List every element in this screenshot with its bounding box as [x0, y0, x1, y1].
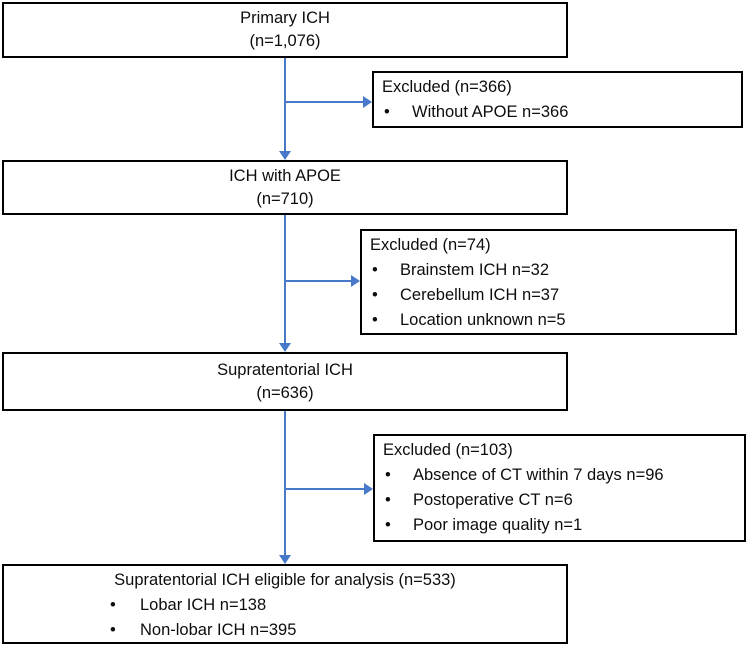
excluded3-bullet-postop-ct: Postoperative CT n=6 [383, 488, 736, 513]
flow-line-1 [284, 58, 286, 151]
excluded1-bullet-without-apoe: Without APOE n=366 [382, 100, 733, 125]
box-primary-ich: Primary ICH (n=1,076) [2, 2, 568, 58]
arrow-down-icon-1 [279, 151, 291, 160]
arrow-down-icon-3 [279, 555, 291, 564]
box-eligible-title: Supratentorial ICH eligible for analysis… [114, 571, 456, 589]
arrow-down-icon-2 [279, 343, 291, 352]
flow-line-2 [284, 215, 286, 343]
eligible-bullet-lobar: Lobar ICH n=138 [110, 593, 566, 618]
box-supratentorial-ich-count: (n=636) [256, 383, 314, 402]
box-excluded-imaging: Excluded (n=103) Absence of CT within 7 … [373, 434, 746, 542]
eligible-bullet-non-lobar: Non-lobar ICH n=395 [110, 618, 566, 643]
excluded2-bullet-brainstem: Brainstem ICH n=32 [370, 258, 727, 283]
arrow-right-icon-3 [364, 483, 373, 495]
flow-line-3 [284, 411, 286, 555]
branch-line-1 [285, 101, 363, 103]
excluded3-bullet-poor-quality: Poor image quality n=1 [383, 513, 736, 538]
excluded2-bullet-unknown: Location unknown n=5 [370, 308, 727, 333]
box-primary-ich-count: (n=1,076) [249, 32, 321, 50]
box-ich-with-apoe: ICH with APOE (n=710) [2, 160, 568, 215]
excluded1-header: Excluded (n=366) [382, 78, 512, 96]
branch-line-2 [285, 280, 351, 282]
box-supratentorial-ich-line1: Supratentorial ICH [217, 360, 353, 379]
box-ich-with-apoe-line1: ICH with APOE [229, 166, 341, 185]
excluded3-bullet-no-ct: Absence of CT within 7 days n=96 [383, 463, 736, 488]
arrow-right-icon-2 [351, 275, 360, 287]
arrow-right-icon-1 [363, 96, 372, 108]
box-excluded-no-apoe: Excluded (n=366) Without APOE n=366 [372, 71, 743, 128]
excluded2-bullet-cerebellum: Cerebellum ICH n=37 [370, 283, 727, 308]
box-supratentorial-ich: Supratentorial ICH (n=636) [2, 352, 568, 411]
box-ich-with-apoe-count: (n=710) [256, 189, 314, 208]
box-excluded-location: Excluded (n=74) Brainstem ICH n=32 Cereb… [360, 229, 737, 335]
box-eligible-for-analysis: Supratentorial ICH eligible for analysis… [2, 564, 568, 644]
excluded2-header: Excluded (n=74) [370, 236, 491, 254]
box-primary-ich-line1: Primary ICH [240, 9, 330, 27]
branch-line-3 [285, 488, 364, 490]
excluded3-header: Excluded (n=103) [383, 441, 513, 459]
